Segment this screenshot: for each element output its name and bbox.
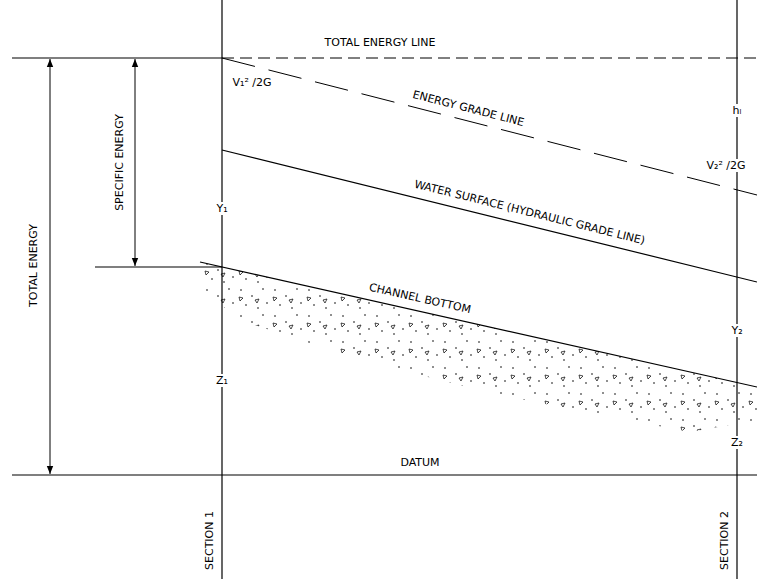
- energy-grade-line: [222, 58, 757, 195]
- energy-tick-line: [12, 57, 222, 58]
- energy-term: V₁² /2G: [230, 76, 273, 89]
- energy-term: V₂² /2G: [704, 159, 747, 172]
- line-label: DATUM: [398, 456, 441, 469]
- channel-bottom-line: [200, 262, 757, 387]
- water-surface-line: [222, 150, 757, 282]
- section-label: SECTION 2: [718, 509, 731, 572]
- elevation-symbol: Z₂: [729, 436, 745, 449]
- line-label: ENERGY GRADE LINE: [409, 87, 527, 129]
- specific-energy-tick: [95, 266, 222, 267]
- section-line: [736, 0, 737, 579]
- dimension-arrow: [135, 59, 136, 266]
- depth-symbol: Y₁: [214, 202, 229, 215]
- head-loss-symbol: hₗ: [731, 104, 744, 117]
- datum-line: [12, 474, 757, 475]
- line-label: WATER SURFACE (HYDRAULIC GRADE LINE): [411, 177, 648, 248]
- total-energy-line: [222, 58, 757, 59]
- depth-symbol: Y₂: [729, 324, 744, 337]
- dimension-arrow: [50, 59, 51, 474]
- dimension-label: TOTAL ENERGY: [27, 222, 40, 309]
- channel-bed-texture: [200, 262, 757, 432]
- elevation-symbol: Z₁: [214, 374, 230, 387]
- dimension-label: SPECIFIC ENERGY: [113, 112, 126, 213]
- line-label: TOTAL ENERGY LINE: [323, 36, 438, 49]
- section-line: [221, 0, 222, 579]
- section-label: SECTION 1: [203, 509, 216, 572]
